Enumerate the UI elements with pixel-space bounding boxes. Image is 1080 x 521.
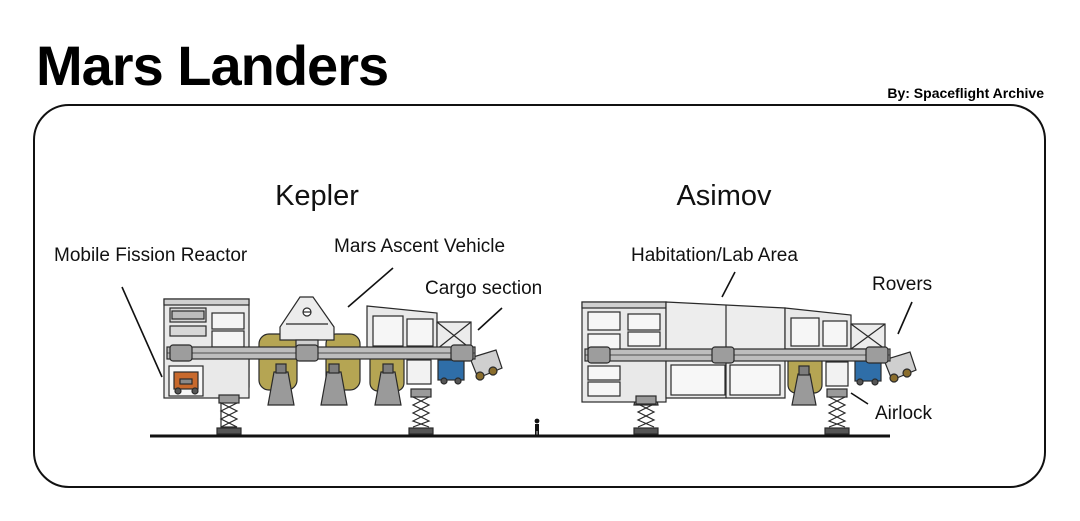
- label-mars-ascent-vehicle: Mars Ascent Vehicle: [334, 236, 505, 257]
- kepler-rover: [437, 359, 465, 381]
- kepler-truss: [166, 344, 476, 362]
- kepler-legs: [216, 388, 434, 435]
- asimov-name: Asimov: [676, 180, 772, 212]
- leader-lines: [121, 267, 913, 405]
- leader-ascent-vehicle: [347, 267, 394, 308]
- byline: By: Spaceflight Archive: [887, 85, 1044, 101]
- asimov-lander: [581, 301, 917, 435]
- leader-reactor: [121, 286, 163, 378]
- page-title: Mars Landers: [36, 34, 389, 97]
- leader-rovers: [897, 301, 913, 335]
- label-habitation-lab-area: Habitation/Lab Area: [631, 245, 798, 266]
- kepler-name: Kepler: [275, 180, 359, 212]
- label-cargo-section: Cargo section: [425, 278, 542, 299]
- label-mobile-fission-reactor: Mobile Fission Reactor: [54, 245, 248, 266]
- human-scale-figure: [534, 418, 540, 436]
- asimov-truss: [584, 346, 891, 364]
- leader-habitation: [721, 271, 736, 298]
- kepler-lander: [163, 296, 503, 435]
- leader-cargo: [477, 307, 503, 331]
- asimov-airlock: [825, 361, 849, 387]
- label-airlock: Airlock: [875, 403, 933, 424]
- diagram-frame: [33, 104, 1046, 488]
- kepler-engines: [267, 363, 402, 406]
- label-rovers: Rovers: [872, 274, 932, 295]
- asimov-legs: [633, 388, 850, 435]
- asimov-rover: [854, 360, 882, 382]
- asimov-cargo-section: [784, 307, 917, 387]
- leader-airlock: [850, 392, 869, 405]
